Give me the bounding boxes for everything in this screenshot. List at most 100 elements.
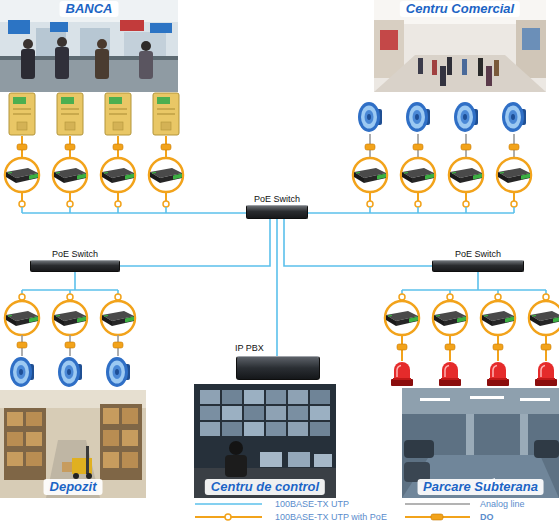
warehouse-photo — [4, 408, 46, 480]
bank-photo — [141, 41, 151, 51]
warehouse-photo — [100, 404, 142, 480]
mall-branch — [415, 201, 421, 207]
parking-branch — [397, 344, 407, 350]
parking-branch — [385, 272, 559, 386]
bank-photo — [57, 37, 67, 47]
control-room-photo — [310, 422, 330, 436]
control-room-photo — [200, 406, 220, 420]
mall-branch — [513, 192, 515, 201]
parking-branch — [399, 294, 549, 300]
mall-photo — [418, 58, 423, 74]
bank-photo — [95, 49, 109, 79]
mall-branch — [406, 102, 430, 132]
mall-branch — [353, 158, 531, 192]
mall-branch — [509, 144, 519, 150]
bank-branch — [149, 158, 183, 192]
warehouse-branch — [58, 357, 82, 387]
device-label: PoE Switch — [52, 249, 98, 260]
warehouse-photo — [26, 412, 42, 426]
control-room-photo — [244, 390, 264, 404]
site-panel: Centru Comercial — [374, 0, 546, 92]
mall-photo — [374, 55, 546, 92]
parking-photo — [402, 388, 559, 498]
mall-branch — [365, 144, 375, 150]
mall-branch — [413, 144, 423, 150]
legend-text: 100BASE-TX UTP with PoE — [275, 512, 387, 522]
warehouse-branch — [10, 357, 34, 387]
device-label: PoE Switch — [455, 249, 501, 260]
mall-branch — [463, 201, 469, 207]
parking-branch — [391, 362, 413, 386]
bank-photo — [55, 47, 69, 79]
bank-branch — [101, 158, 135, 192]
warehouse-branch — [17, 342, 27, 348]
warehouse-branch — [19, 294, 121, 300]
warehouse-branch — [22, 335, 118, 356]
warehouse-branch — [17, 342, 123, 348]
mall-photo — [494, 60, 499, 76]
bank-photo — [0, 0, 178, 22]
warehouse-photo — [103, 452, 119, 468]
warehouse-branch — [5, 301, 135, 335]
mall-branch — [308, 212, 514, 214]
warehouse-branch — [106, 357, 130, 387]
legend-swatches — [405, 503, 470, 505]
mall-branch — [401, 158, 435, 192]
warehouse-branch — [113, 342, 123, 348]
mall-branch — [370, 192, 514, 201]
warehouse-photo — [7, 412, 23, 426]
bank-branch — [19, 201, 25, 207]
bank-branch — [153, 93, 179, 135]
mall-branch — [367, 201, 373, 207]
bank-photo — [8, 20, 30, 34]
device-label: PoE Switch — [254, 194, 300, 205]
parking-branch — [477, 272, 479, 290]
bank-branch — [21, 207, 23, 213]
warehouse-branch — [22, 272, 118, 294]
warehouse-branch — [67, 294, 73, 300]
parking-branch — [493, 344, 503, 350]
parking-photo — [470, 396, 504, 399]
site-name: Parcare Subterana — [417, 479, 544, 495]
warehouse-photo — [122, 430, 138, 446]
parking-photo — [420, 398, 450, 401]
parking-branch — [386, 311, 418, 326]
control-room-photo — [288, 406, 308, 420]
bank-branch — [161, 144, 171, 150]
mall-branch — [369, 207, 371, 213]
bank-branch — [165, 207, 167, 213]
parking-branch — [399, 294, 405, 300]
legend-text: Analog line — [480, 499, 525, 509]
bank-branch — [22, 207, 246, 213]
bank-branch — [117, 192, 119, 201]
site-panel: Parcare Subterana — [402, 388, 559, 498]
parking-branch — [482, 311, 514, 326]
bank-branch — [9, 93, 35, 135]
site-panel: Centru de control — [194, 384, 336, 498]
mall-branch — [369, 192, 371, 201]
bank-photo — [50, 22, 68, 32]
mall-branch — [461, 144, 471, 150]
parking-branch — [543, 294, 549, 300]
parking-branch — [530, 311, 559, 326]
control-room-photo — [225, 455, 247, 477]
warehouse-photo — [62, 462, 72, 472]
mall-branch — [511, 201, 517, 207]
site-panel: Depozit — [0, 390, 146, 498]
control-room-photo — [194, 468, 336, 498]
warehouse-branch — [5, 301, 39, 335]
mall-branch — [417, 207, 419, 213]
mall-photo — [447, 57, 452, 75]
bank-branch — [53, 158, 87, 192]
bank-photo — [120, 20, 144, 31]
parking-branch — [529, 301, 559, 335]
warehouse-photo — [122, 452, 138, 468]
control-room-photo — [200, 390, 220, 404]
control-room-photo — [266, 390, 286, 404]
parking-branch — [402, 335, 546, 361]
warehouse-branch — [102, 311, 134, 326]
control-room-photo — [288, 390, 308, 404]
mall-branch — [308, 102, 531, 213]
bank-branch — [117, 207, 119, 213]
